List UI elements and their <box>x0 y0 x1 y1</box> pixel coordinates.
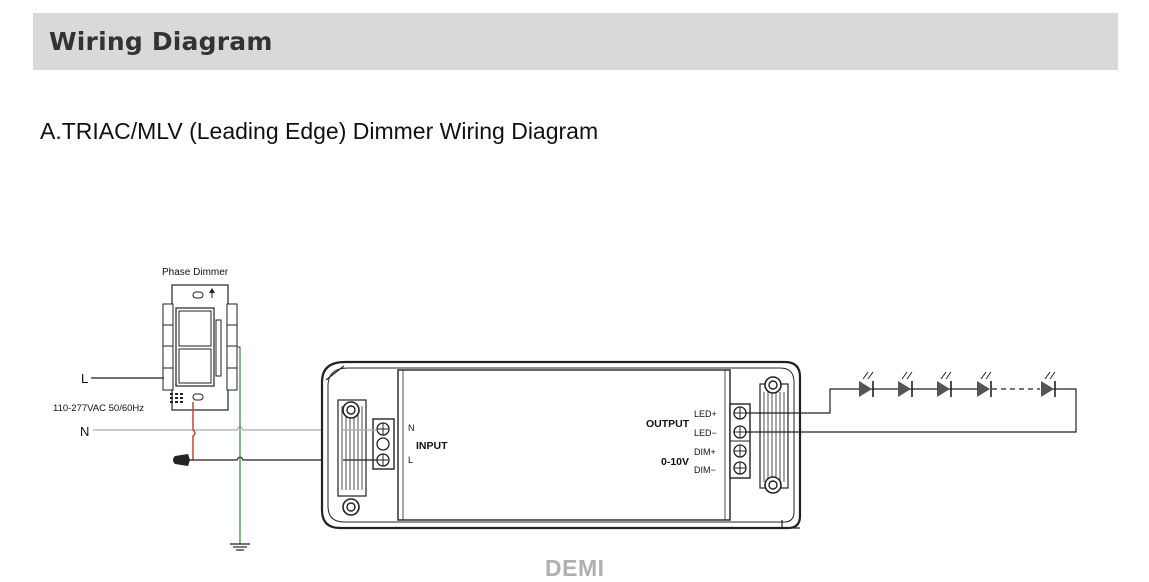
ground-icon <box>230 543 250 551</box>
input-label: INPUT <box>416 440 448 452</box>
input-n-label: N <box>408 423 415 433</box>
ground-wire <box>237 346 241 544</box>
input-terminal <box>372 418 395 470</box>
led-icon <box>977 371 992 397</box>
watermark: DEMI <box>545 555 605 581</box>
led-icon <box>1041 371 1056 397</box>
line-to-driver-wire <box>189 456 343 461</box>
wire-nut-icon <box>173 454 190 466</box>
led-minus-label: LED− <box>694 428 717 438</box>
neutral-wire <box>93 426 343 431</box>
led-minus-wire <box>746 388 1077 433</box>
led-plus-wire <box>746 388 840 414</box>
line-label: L <box>81 371 88 386</box>
diagram-title: A.TRIAC/MLV (Leading Edge) Dimmer Wiring… <box>40 118 599 144</box>
voltage-label: 110-277VAC 50/60Hz <box>53 403 144 414</box>
input-l-label: L <box>408 455 413 465</box>
header-bar: Wiring Diagram <box>33 13 1118 70</box>
led-strip <box>840 371 1060 397</box>
page-title: Wiring Diagram <box>49 27 273 56</box>
led-icon <box>898 371 913 397</box>
phase-dimmer: Phase Dimmer <box>162 267 238 411</box>
dimmer-output-wire <box>192 402 196 460</box>
dim-group-label: 0-10V <box>661 456 689 468</box>
led-icon <box>859 371 874 397</box>
neutral-label: N <box>80 424 89 439</box>
led-icon <box>937 371 952 397</box>
dim-minus-label: DIM− <box>694 465 716 475</box>
output-label: OUTPUT <box>646 418 690 430</box>
dim-plus-label: DIM+ <box>694 447 716 457</box>
output-terminal <box>729 403 751 479</box>
led-plus-label: LED+ <box>694 409 717 419</box>
phase-dimmer-label: Phase Dimmer <box>162 267 229 278</box>
